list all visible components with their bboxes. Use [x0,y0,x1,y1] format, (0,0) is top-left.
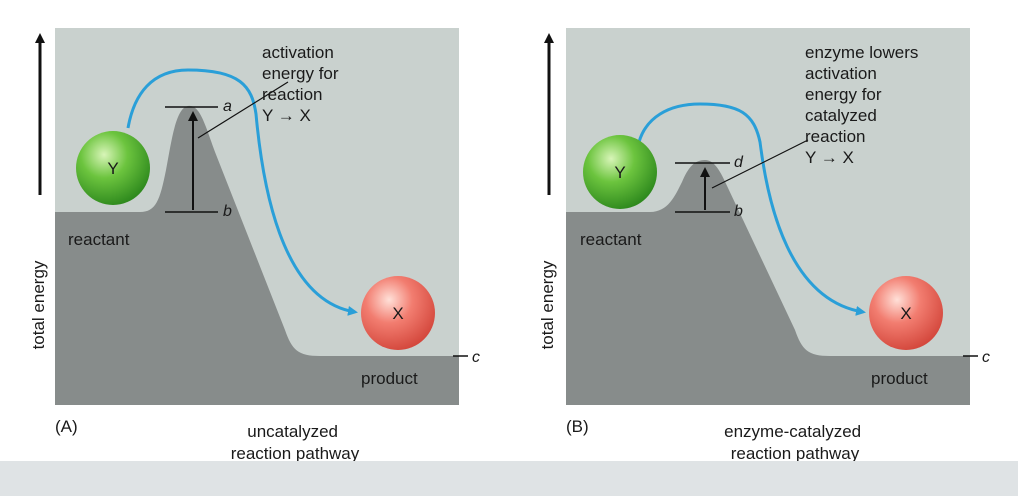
panel-b-energy-curve [566,160,970,405]
product-label: product [871,369,928,388]
level-label-a: a [223,98,232,115]
y-molecule-icon: Y [583,135,657,209]
x-molecule-icon: X [869,276,943,350]
axis-label: total energy [538,260,557,349]
annotation-text: enzyme lowers activation energy for cata… [805,43,923,167]
axis-label: total energy [29,260,48,349]
level-label-d: d [734,154,744,171]
panel-a-energy-curve [55,105,459,405]
reactant-label: reactant [68,230,130,249]
level-label-c: c [472,349,480,366]
pathway-arrow [126,68,358,316]
bottom-band [0,461,1018,496]
panel-b-axis: total energy [538,33,557,349]
svg-text:X: X [392,304,403,323]
annotation-leader [711,139,809,189]
annotation-text: activation energy for reaction Y → X [262,43,343,125]
panel-b-activation-bracket: d b [675,154,744,220]
level-label-b: b [223,203,232,220]
svg-text:Y: Y [107,159,118,178]
annotation-leader [197,81,289,139]
panel-tag: (A) [55,417,78,436]
panel-a-axis: total energy [29,33,48,349]
panel-a: total energy a b activation energy for r… [29,28,480,463]
svg-text:X: X [900,304,911,323]
panel-tag: (B) [566,417,589,436]
y-molecule-icon: Y [76,131,150,205]
reactant-label: reactant [580,230,642,249]
panel-caption: uncatalyzed reaction pathway [231,422,360,463]
product-label: product [361,369,418,388]
panel-b: total energy d b enzyme lowers activatio… [538,28,990,463]
svg-text:Y: Y [614,163,625,182]
level-label-b: b [734,203,743,220]
panel-caption: enzyme-catalyzed reaction pathway [724,422,866,463]
x-molecule-icon: X [361,276,435,350]
level-label-c: c [982,349,990,366]
panel-a-activation-bracket: a b [165,98,232,220]
pathway-arrow [637,102,866,316]
